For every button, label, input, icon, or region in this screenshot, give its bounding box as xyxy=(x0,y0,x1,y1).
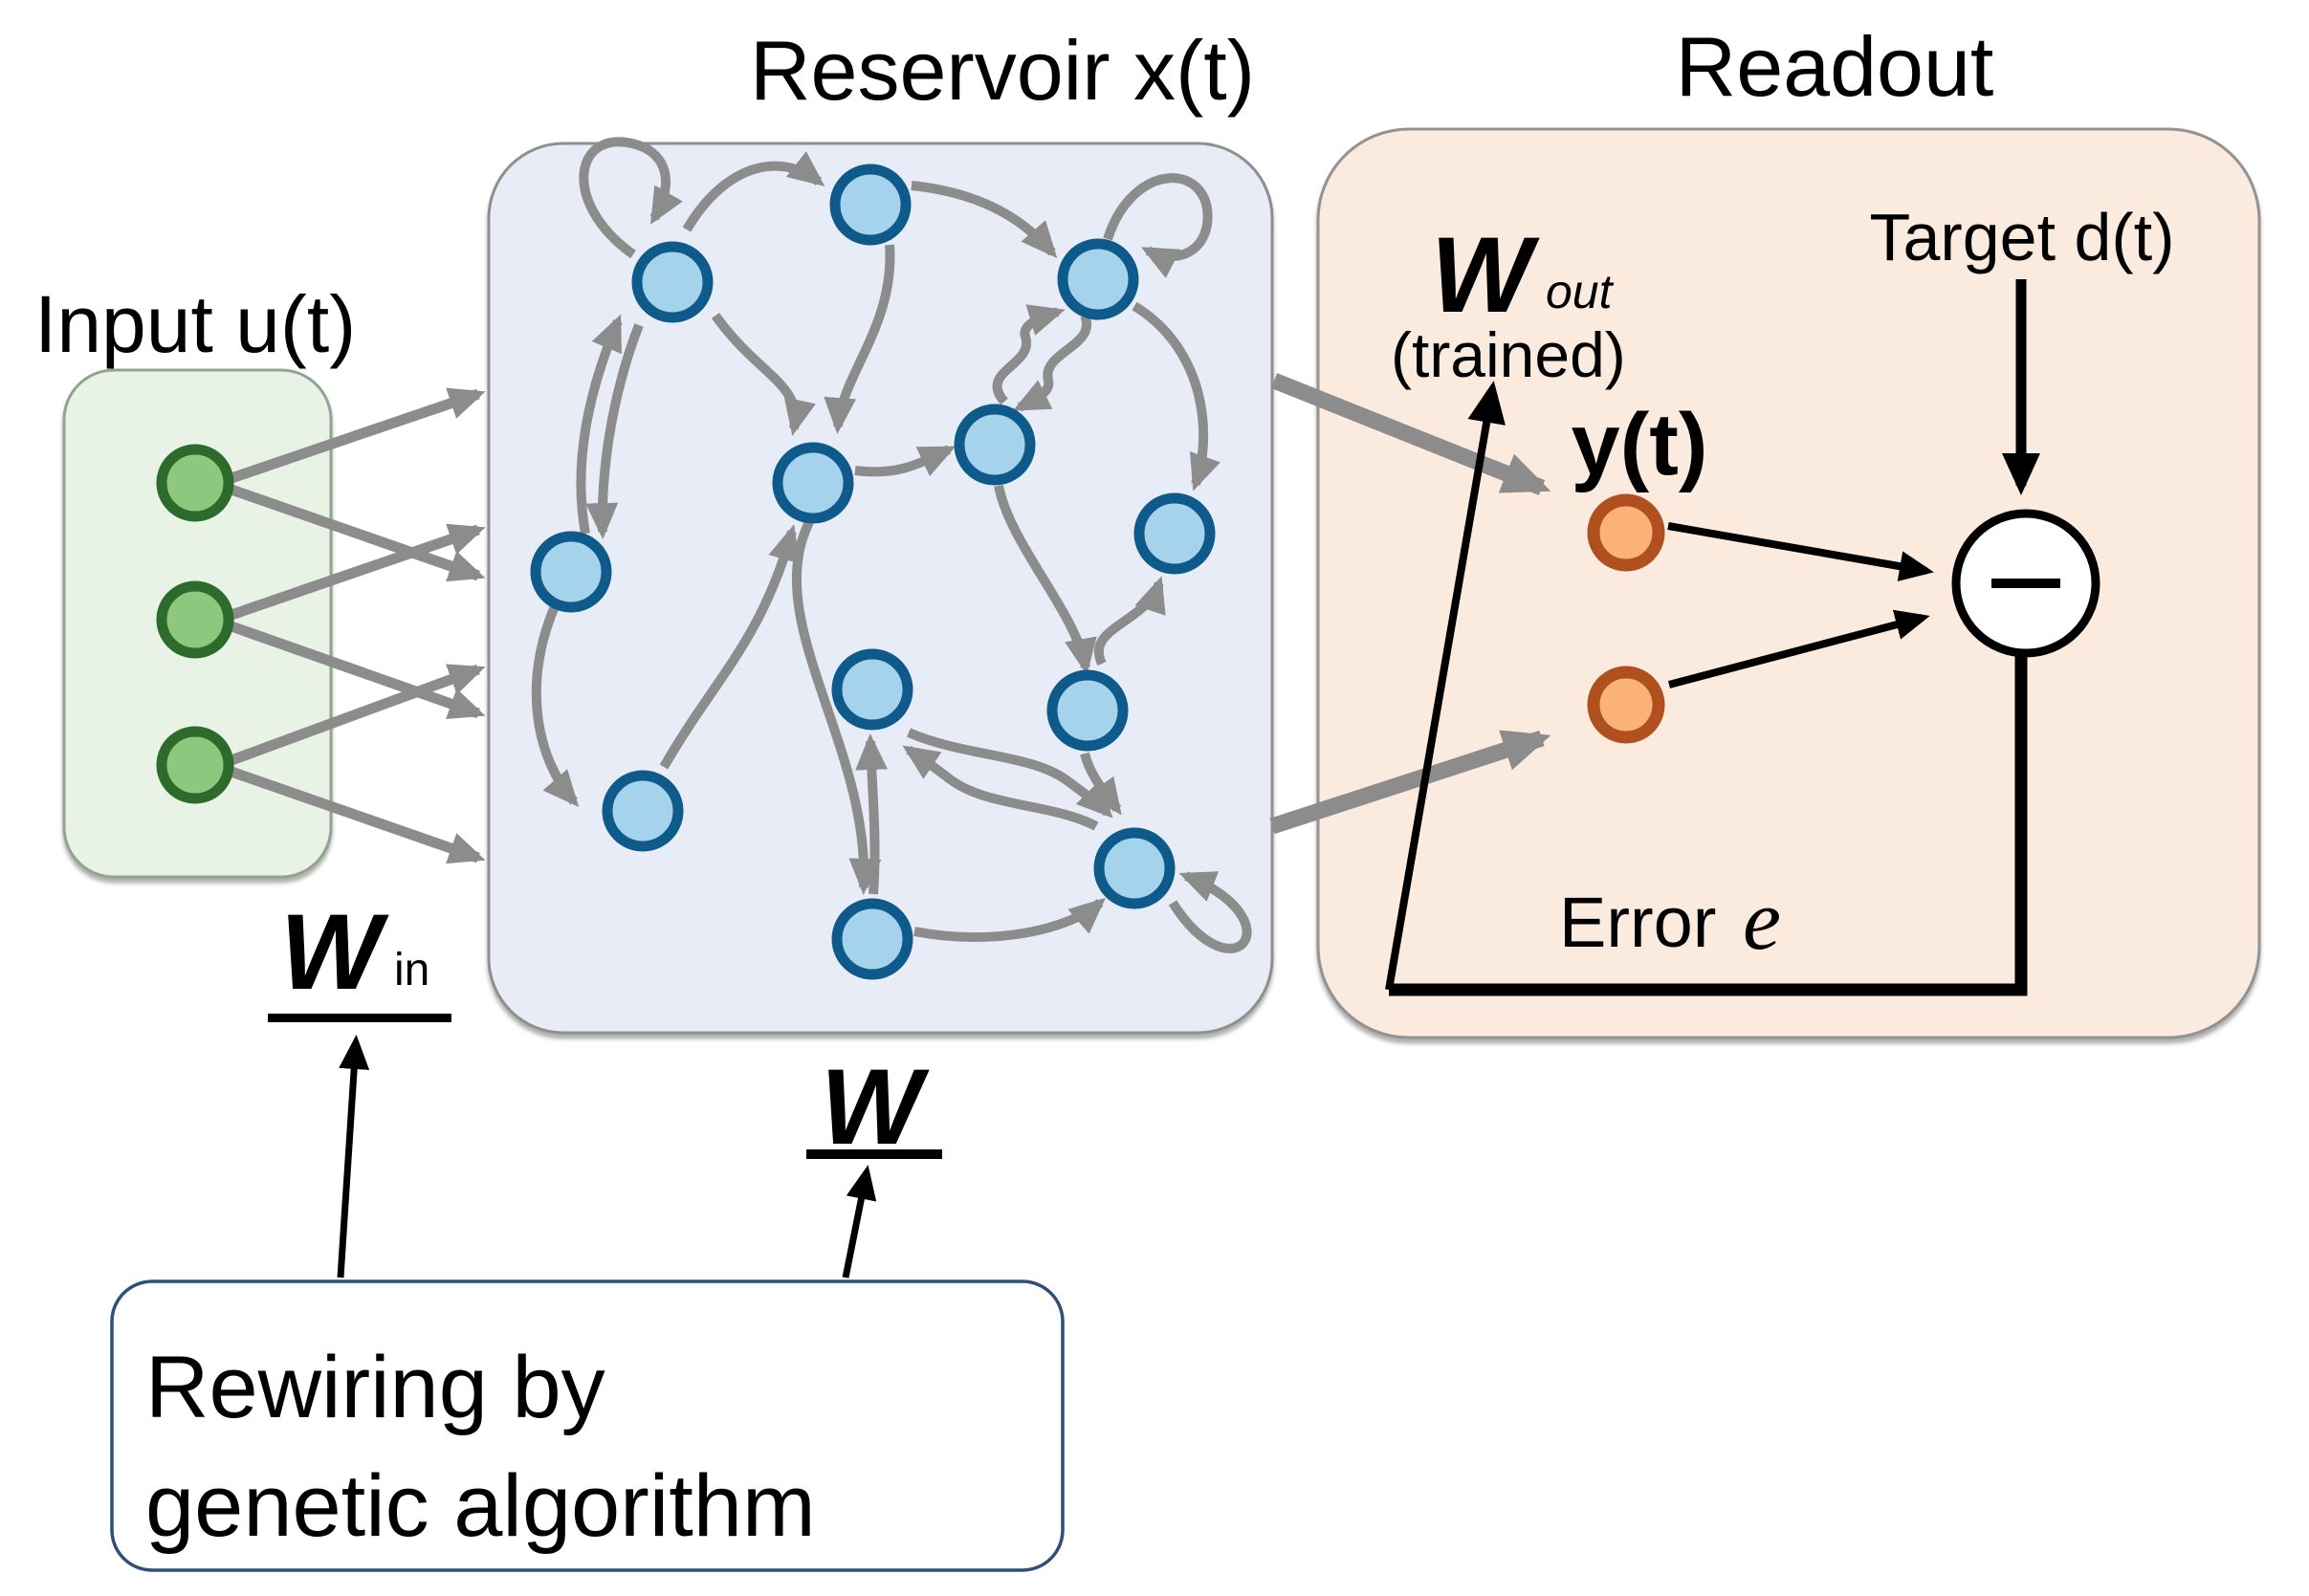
arrow-n3-n7 xyxy=(1132,301,1220,492)
arrow-n1-n6 xyxy=(585,323,644,539)
readout-node xyxy=(1587,493,1665,572)
w-label: W xyxy=(821,1047,930,1167)
rewiring-line1: Rewiring by xyxy=(145,1339,605,1436)
error-to-wout-arrow xyxy=(1385,381,1506,991)
arrow-n12-n8 xyxy=(855,733,889,895)
arrow-n2-n4 xyxy=(824,244,895,434)
rewiring-line2: genetic algorithm xyxy=(145,1457,816,1555)
win-arrow-6 xyxy=(230,766,486,864)
arrow-n8-n11 xyxy=(907,728,1113,819)
reservoir-node xyxy=(1057,238,1139,320)
reservoir-title: Reservoir x(t) xyxy=(750,23,1255,118)
rewiring-to-w-arrow xyxy=(842,1165,877,1279)
rewiring-box xyxy=(110,1279,1065,1572)
win-arrow-2 xyxy=(230,484,486,582)
arrow-n2-n3 xyxy=(911,181,1058,259)
win-underline xyxy=(268,1014,451,1022)
y1-to-minus-arrow xyxy=(1667,522,1934,581)
reservoir-node-layer xyxy=(530,164,1216,980)
readout-node xyxy=(1587,666,1665,744)
input-node-layer xyxy=(156,444,234,804)
wout-arrow-upper xyxy=(1270,373,1551,495)
input-node xyxy=(156,444,234,522)
arrow-n5-n3 xyxy=(992,304,1066,405)
win-arrow-1 xyxy=(230,387,486,484)
reservoir-node xyxy=(530,531,612,613)
wout-trained-note: (trained) xyxy=(1391,319,1626,390)
wout-subscript: out xyxy=(1546,265,1615,318)
win-arrow-4 xyxy=(230,621,486,720)
reservoir-node xyxy=(829,164,912,246)
reservoir-recurrent-arrows xyxy=(531,137,1252,953)
reservoir-node xyxy=(1093,827,1176,909)
arrow-n4-n5 xyxy=(854,445,957,477)
arrow-n6-n1 xyxy=(576,314,623,535)
readout-title: Readout xyxy=(1676,19,1994,114)
reservoir-node xyxy=(602,770,684,852)
self-loop-node1 xyxy=(579,137,683,259)
error-symbol: e xyxy=(1743,873,1781,968)
arrow-n4-n12 xyxy=(791,519,882,895)
w-underline xyxy=(806,1149,942,1159)
reservoir-node xyxy=(1046,669,1129,752)
reservoir-node xyxy=(831,648,913,731)
rewiring-to-win-arrow xyxy=(337,1035,370,1279)
win-subscript: in xyxy=(394,945,429,995)
reservoir-node xyxy=(631,241,714,323)
arrow-n5-n9 xyxy=(994,484,1097,675)
reservoir-node xyxy=(831,898,913,980)
arrow-n9-n7 xyxy=(1094,576,1166,667)
arrow-n3-n5 xyxy=(1012,314,1092,412)
reservoir-node xyxy=(772,442,854,524)
error-label: Error xyxy=(1559,883,1716,962)
arrow-n1-n4 xyxy=(711,313,816,436)
input-to-reservoir-arrows xyxy=(230,387,486,864)
input-node xyxy=(156,580,234,659)
win-label: W xyxy=(280,892,389,1012)
win-arrow-5 xyxy=(230,664,486,766)
yt-label: y(t) xyxy=(1571,396,1707,493)
win-arrow-3 xyxy=(230,523,486,621)
arrow-n1-n2 xyxy=(682,151,825,232)
arrow-n6-n10 xyxy=(531,604,580,808)
input-title: Input u(t) xyxy=(34,279,356,369)
readout-node-layer xyxy=(1587,493,1665,744)
arrow-n11-n8 xyxy=(902,745,1099,831)
target-label: Target d(t) xyxy=(1870,200,2175,274)
self-loop-node3 xyxy=(1103,173,1213,278)
reservoir-node xyxy=(954,404,1036,486)
wout-label: W xyxy=(1431,215,1540,335)
error-feedback-path xyxy=(1389,654,2028,996)
reservoir-node xyxy=(1133,492,1216,575)
y2-to-minus-arrow xyxy=(1667,609,1930,689)
wout-arrow-lower xyxy=(1269,730,1551,835)
input-node xyxy=(156,726,234,804)
self-loop-node11 xyxy=(1168,871,1252,953)
arrow-n12-n11 xyxy=(913,897,1107,943)
arrow-n10-n4 xyxy=(659,524,801,770)
